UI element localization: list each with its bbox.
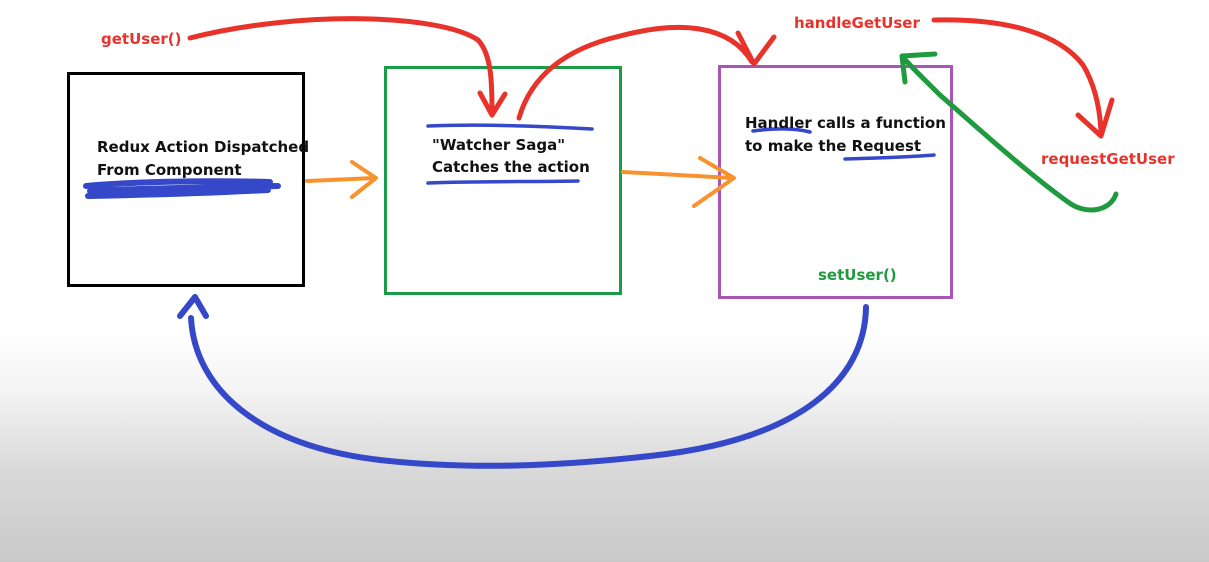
green-arrow-return: [899, 51, 1119, 213]
red-arrow-watcher-handler: [516, 24, 777, 121]
handler-box: [718, 65, 953, 299]
blue-arrow-loop: [177, 294, 869, 469]
watcher-underline-top: [426, 123, 594, 131]
action-text-line2: From Component: [97, 161, 242, 179]
orange-arrow-2: [621, 156, 736, 208]
action-scribble: [83, 178, 281, 199]
handler-text-line2: to make the Request: [745, 137, 922, 155]
handler-underline-left: [751, 127, 812, 134]
red-arrow-request: [931, 17, 1115, 139]
handler-underline-right: [843, 153, 936, 161]
label-setuser: setUser(): [818, 266, 897, 284]
action-text-line1: Redux Action Dispatched: [97, 138, 310, 156]
watcher-text-line1: "Watcher Saga": [432, 136, 566, 154]
label-requestgetuser: requestGetUser: [1041, 150, 1175, 168]
red-arrow-getuser: [187, 16, 508, 118]
label-handlegetuser: handleGetUser: [794, 14, 920, 32]
handler-text-line1: Handler calls a function: [745, 114, 946, 132]
watcher-text-line2: Catches the action: [432, 158, 590, 176]
orange-arrow-1: [305, 160, 378, 199]
label-getuser: getUser(): [101, 30, 182, 48]
watcher-underline-bottom: [426, 179, 580, 185]
